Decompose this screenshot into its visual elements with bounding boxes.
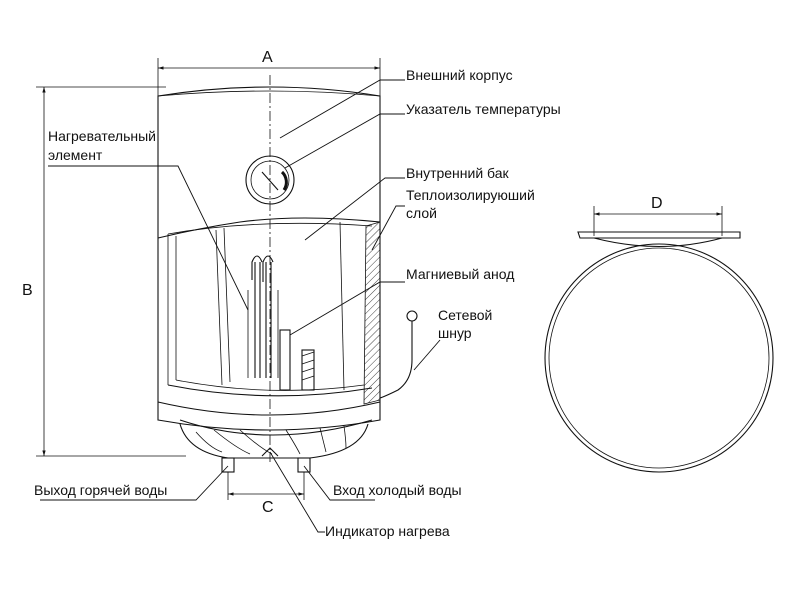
dimension-d-label: D [651, 195, 663, 212]
heating-element [247, 255, 279, 378]
thermometer-dial [245, 155, 295, 205]
magnesium-anode [279, 329, 315, 391]
top-view: D [544, 195, 774, 473]
label-outer-casing: Внешний корпус [406, 67, 513, 83]
label-magnesium-anode: Магниевый анод [406, 266, 514, 282]
label-heating-element-line2: элемент [48, 147, 103, 163]
label-temp-indicator: Указатель температуры [406, 101, 561, 117]
label-inner-tank: Внутренний бак [406, 165, 510, 181]
dimension-b-label: B [22, 282, 33, 299]
heater-body [157, 86, 381, 473]
dimension-b: B [22, 86, 186, 457]
dimension-c: C [227, 472, 305, 516]
dimension-c-label: C [262, 499, 274, 516]
label-heating-element-line1: Нагревательный [48, 128, 156, 144]
label-insulation-line1: Теплоизолируюший [406, 187, 535, 203]
leader-lines [40, 79, 441, 533]
label-heating-indicator: Индикатор нагрева [325, 523, 450, 539]
power-cord [379, 310, 418, 399]
label-power-cord-line1: Сетевой [438, 307, 492, 323]
dimension-a-label: A [262, 49, 273, 66]
label-power-cord-line2: шнур [438, 325, 472, 341]
label-insulation-line2: слой [406, 205, 437, 221]
label-cold-water-inlet: Вход холодый воды [333, 482, 462, 498]
dimension-a: A [157, 49, 381, 96]
label-hot-water-outlet: Выход горячей воды [34, 482, 167, 498]
